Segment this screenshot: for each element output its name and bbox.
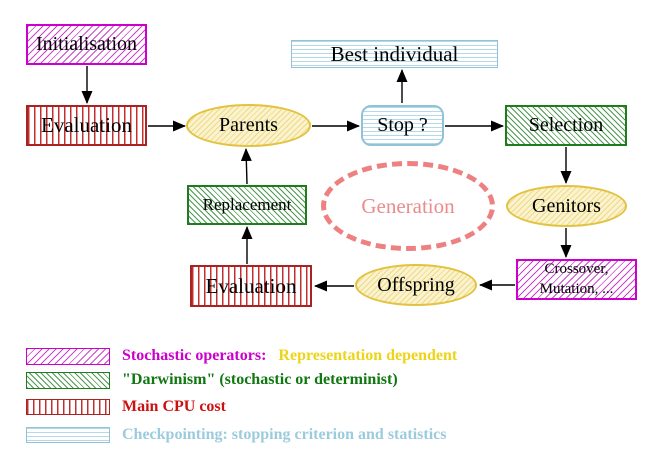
legend-label-stochastic: Stochastic operators: Representation dep… bbox=[122, 347, 457, 365]
node-genitors: Genitors bbox=[506, 185, 627, 227]
node-selection: Selection bbox=[505, 105, 627, 146]
generation-cycle-ellipse: Generation bbox=[321, 161, 495, 251]
node-initialisation: Initialisation bbox=[26, 24, 147, 65]
legend-swatch-red-stripes bbox=[26, 399, 110, 415]
node-best-individual: Best individual bbox=[291, 40, 498, 68]
legend-row-darwinism: "Darwinism" (stochastic or determinist) bbox=[26, 371, 398, 389]
legend-row-checkpointing: Checkpointing: stopping criterion and st… bbox=[26, 426, 446, 444]
legend-text-main-cpu-cost: Main CPU cost bbox=[122, 398, 226, 415]
mutation-line: Mutation, ... bbox=[539, 280, 614, 297]
node-offspring: Offspring bbox=[355, 264, 477, 306]
legend-text-stochastic-operators: Stochastic operators: bbox=[122, 347, 267, 364]
legend-row-stochastic: Stochastic operators: Representation dep… bbox=[26, 347, 457, 365]
legend-row-cpu-cost: Main CPU cost bbox=[26, 398, 226, 416]
crossover-line: Crossover, bbox=[544, 261, 609, 277]
legend-swatch-green-hatch bbox=[26, 371, 110, 389]
legend-text-checkpointing: Checkpointing: stopping criterion and st… bbox=[122, 426, 447, 443]
legend-swatch-magenta-hatch bbox=[26, 347, 110, 365]
legend-text-representation-dependent: Representation dependent bbox=[278, 347, 458, 364]
legend-swatch-cyan-stripes bbox=[26, 427, 110, 443]
arrow-replacement-to-parents bbox=[240, 148, 252, 185]
node-crossover-mutation: Crossover, Mutation, ... bbox=[516, 259, 637, 300]
node-stop: Stop ? bbox=[361, 105, 444, 146]
node-evaluation-top: Evaluation bbox=[26, 105, 147, 146]
crossover-mutation-label: Crossover, Mutation, ... bbox=[540, 260, 614, 299]
node-parents: Parents bbox=[186, 104, 311, 147]
node-replacement: Replacement bbox=[187, 185, 307, 225]
legend-text-darwinism: "Darwinism" (stochastic or determinist) bbox=[122, 371, 398, 388]
node-evaluation-bottom: Evaluation bbox=[190, 265, 312, 307]
